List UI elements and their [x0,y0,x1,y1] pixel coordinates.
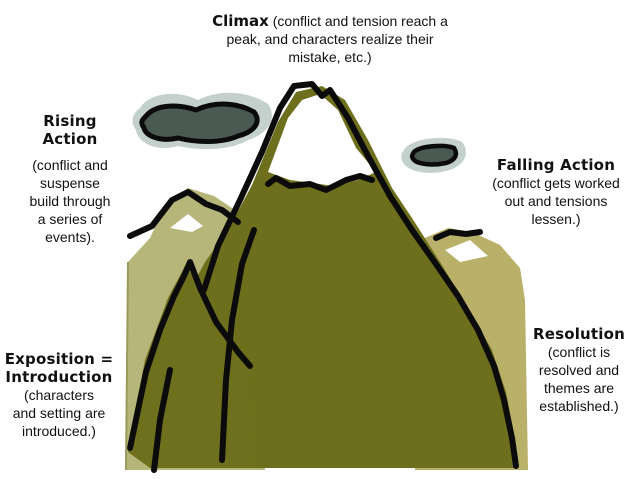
exposition-text-line: (characters [23,387,95,403]
mountain-outlines [127,81,519,473]
small-cloud-icon [401,137,466,173]
exposition-title-line2: Introduction [5,368,113,386]
back-left-snow [170,214,203,232]
climax-text-line1: (conflict and tension reach a [268,13,448,29]
exposition-text-line: and setting are [12,405,106,421]
rising-action-text-line: build through [29,193,111,209]
falling-action-label: Falling Action (conflict gets worked out… [478,156,634,228]
large-cloud-icon [132,92,272,150]
rising-action-label: Rising Action (conflict and suspense bui… [10,112,130,246]
resolution-text-line: themes are [543,380,615,396]
resolution-text-line: resolved and [538,362,620,378]
climax-text-line3: mistake, etc.) [288,49,372,65]
falling-action-text-line: (conflict gets worked [492,175,620,191]
rising-action-text-line: events). [45,229,95,245]
back-left-edge [125,261,129,471]
rising-action-title-line2: Action [42,130,98,148]
rising-action-text-line: a series of [37,211,103,227]
resolution-text-line: (conflict is [547,344,611,360]
rising-action-title-line1: Rising [43,112,97,130]
resolution-text-line: established.) [539,398,619,414]
exposition-label: Exposition = Introduction (characters an… [2,350,116,440]
resolution-title: Resolution [532,325,626,343]
falling-action-text-line: lessen.) [531,211,581,227]
back-right-snow [445,240,488,262]
exposition-title-line1: Exposition = [4,350,114,368]
climax-label: Climax (conflict and tension reach a pea… [180,12,480,66]
rising-action-text-line: suspense [40,175,100,191]
exposition-text-line: introduced.) [22,423,96,439]
resolution-label: Resolution (conflict is resolved and the… [522,325,636,415]
climax-title: Climax [212,12,269,30]
climax-text-line2: peak, and characters realize their [226,31,434,47]
rising-action-text-line: (conflict and [32,157,108,173]
falling-action-title: Falling Action [496,156,616,174]
falling-action-text-line: out and tensions [504,193,608,209]
main-snow-cap [268,94,376,186]
